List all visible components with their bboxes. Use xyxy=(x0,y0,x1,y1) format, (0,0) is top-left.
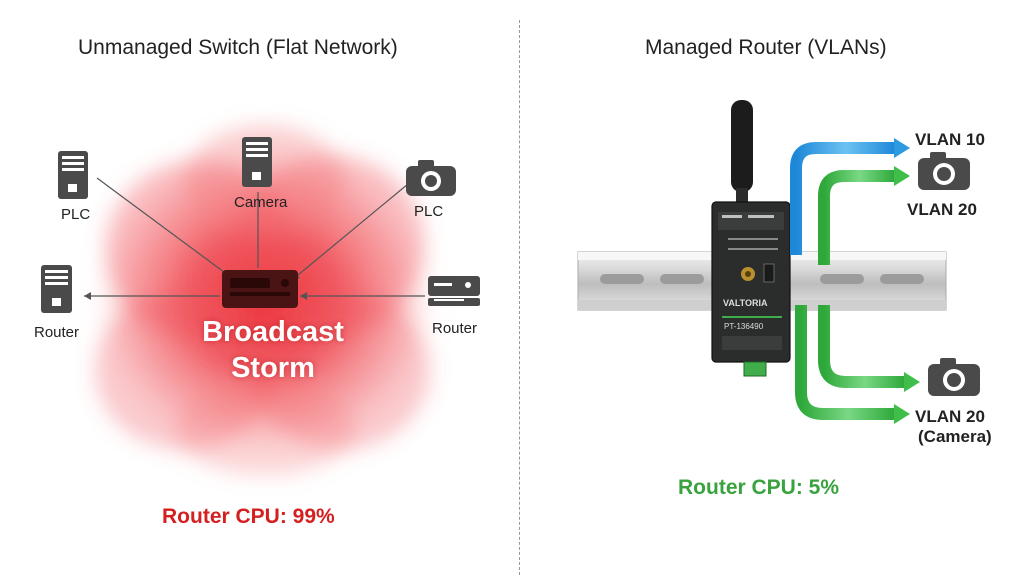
storm-line-1: Broadcast xyxy=(202,316,344,348)
vlan-20-camera-icon-bottom xyxy=(928,358,980,396)
panel-divider xyxy=(519,20,520,575)
vlan-10-arrowhead xyxy=(894,138,910,158)
router-model-label: PT-136490 xyxy=(724,322,764,331)
broadcast-storm-label: Broadcast Storm xyxy=(190,314,356,386)
vlan-20-camera-path-b xyxy=(795,305,895,420)
vlan-20-camera-sublabel: (Camera) xyxy=(918,427,992,446)
plc-left-icon xyxy=(58,151,88,199)
vlan-10-label: VLAN 10 xyxy=(915,130,985,149)
right-router-cpu: Router CPU: 5% xyxy=(678,476,840,499)
vlan-10-path xyxy=(790,142,895,255)
router-right-icon xyxy=(428,276,480,306)
vlan-20-camera-icon-top xyxy=(918,152,970,190)
vlan-20-camera-path-a xyxy=(818,305,905,388)
plc-right-camera-icon xyxy=(406,160,456,196)
vlan-20-bottom-label: VLAN 20 xyxy=(915,407,985,426)
link-plc-right xyxy=(291,183,409,281)
flat-network-links xyxy=(84,177,425,300)
link-plc-left xyxy=(96,177,233,279)
vlan-20-top-arrowhead xyxy=(894,166,910,186)
vlan-20-camera-arrowhead-b xyxy=(894,404,910,424)
right-panel-title: Managed Router (VLANs) xyxy=(645,36,887,59)
router-left-label: Router xyxy=(34,324,80,341)
unmanaged-switch-icon xyxy=(222,270,298,308)
storm-line-2: Storm xyxy=(231,352,315,384)
router-brand-label: VALTORIA xyxy=(723,298,768,308)
vlan-20-camera-arrowhead-a xyxy=(904,372,920,392)
router-left-icon xyxy=(41,265,72,313)
plc-left-label: PLC xyxy=(61,206,91,223)
camera-label: Camera xyxy=(234,194,288,211)
left-panel-title: Unmanaged Switch (Flat Network) xyxy=(78,36,398,59)
plc-right-label: PLC xyxy=(414,203,444,220)
vlan-20-top-path xyxy=(818,170,895,265)
vlan-20-top-label: VLAN 20 xyxy=(907,200,977,219)
antenna-icon xyxy=(731,100,753,204)
router-right-label: Router xyxy=(432,320,478,337)
managed-router-device xyxy=(711,201,791,377)
left-router-cpu: Router CPU: 99% xyxy=(162,505,335,528)
camera-device-icon xyxy=(242,137,272,187)
